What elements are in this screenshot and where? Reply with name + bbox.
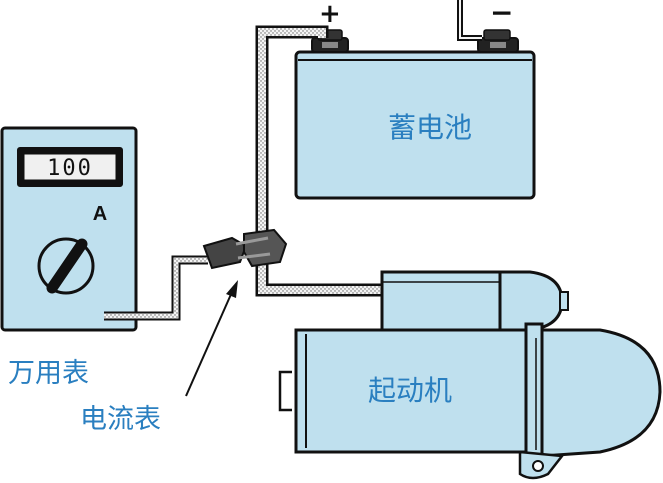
positive-sign: + [319,0,341,29]
battery-case [294,50,536,200]
negative-sign: − [490,0,513,29]
clamp-pointer-arrow [185,280,238,397]
battery-label: 蓄电池 [388,111,472,144]
clamp-meter-label: 电流表 [80,404,161,435]
battery-negative-terminal [477,29,519,53]
multimeter-lead [104,255,208,321]
starter-solenoid [380,270,569,332]
clamp-jaw-left [202,236,248,270]
selector-dial[interactable] [37,237,95,295]
negative-cable [457,0,482,41]
multimeter: 100 A 万用表 [0,126,208,389]
main-cable [255,25,382,297]
multimeter-unit: A [93,203,107,225]
multimeter-label: 万用表 [8,358,89,389]
battery-positive-terminal [311,29,349,53]
starter-mounting-lug [518,450,565,480]
clamp-meter: 电流表 [80,228,288,435]
battery: + − 蓄电池 [294,0,536,200]
clamp-jaw-right [243,228,288,268]
starter-motor-body [278,322,662,462]
starter-motor-label: 起动机 [368,374,452,407]
multimeter-display-value: 100 [47,156,93,181]
starter-motor: 起动机 [278,270,662,480]
